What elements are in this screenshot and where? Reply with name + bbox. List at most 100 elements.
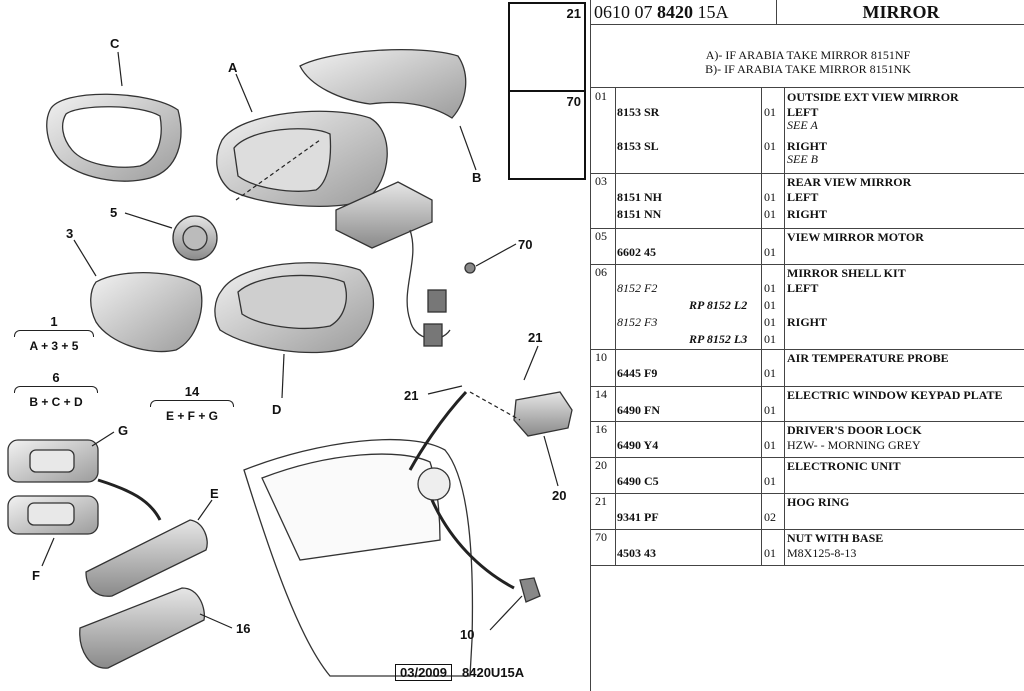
row-group-number: 01 bbox=[595, 89, 607, 103]
callout-20: 20 bbox=[552, 488, 567, 503]
line-quantity: 01 bbox=[764, 190, 776, 204]
mirror-glass-3 bbox=[90, 271, 203, 353]
sheet-notes: A)- IF ARABIA TAKE MIRROR 8151NF B)- IF … bbox=[591, 48, 1024, 76]
line-quantity: 01 bbox=[764, 332, 776, 346]
callout-g: G bbox=[118, 423, 129, 438]
inset-num-21: 21 bbox=[566, 6, 581, 21]
line-description: RIGHT bbox=[787, 207, 828, 221]
line-part-ref: 8153 SR bbox=[617, 105, 660, 119]
callout-e: E bbox=[210, 486, 219, 501]
code-suffix: 15A bbox=[697, 2, 729, 22]
table-row: 21 HOG RING 9341 PF 02 bbox=[591, 493, 1024, 530]
row-title: DRIVER'S DOOR LOCK bbox=[787, 423, 922, 437]
row-group-number: 21 bbox=[595, 494, 607, 508]
line-quantity: 01 bbox=[764, 281, 776, 295]
callout-c: C bbox=[110, 36, 120, 51]
line-part-ref: 6490 C5 bbox=[617, 474, 659, 488]
formula-14-brace bbox=[150, 400, 234, 407]
formula-1: 1 A + 3 + 5 bbox=[14, 314, 94, 353]
parts-diagram: 21 70 C A B 5 3 70 D G E F 16 10 21 21 2… bbox=[7, 2, 586, 681]
formula-14-expr: E + F + G bbox=[165, 409, 219, 423]
row-title: AIR TEMPERATURE PROBE bbox=[787, 351, 949, 365]
callout-a: A bbox=[228, 60, 238, 75]
row-title: ELECTRIC WINDOW KEYPAD PLATE bbox=[787, 388, 1003, 402]
table-row: 10 AIR TEMPERATURE PROBE 6445 F9 01 bbox=[591, 349, 1024, 387]
line-quantity: 01 bbox=[764, 366, 776, 380]
callout-b: B bbox=[472, 170, 482, 185]
formula-1-expr: A + 3 + 5 bbox=[29, 339, 79, 353]
row-title: HOG RING bbox=[787, 495, 850, 509]
formula-6-expr: B + C + D bbox=[29, 395, 83, 409]
row-group-number: 70 bbox=[595, 530, 607, 544]
note-b: B)- IF ARABIA TAKE MIRROR 8151NK bbox=[705, 62, 911, 76]
callout-70: 70 bbox=[518, 237, 533, 252]
formula-14-number: 14 bbox=[184, 384, 200, 399]
line-description: LEFT bbox=[787, 105, 819, 119]
note-a: A)- IF ARABIA TAKE MIRROR 8151NF bbox=[705, 48, 911, 62]
formula-6-brace bbox=[14, 386, 98, 393]
line-quantity: 01 bbox=[764, 315, 776, 329]
row-group-number: 06 bbox=[595, 265, 607, 279]
sheet-title: MIRROR bbox=[862, 2, 940, 22]
line-part-ref: 8151 NH bbox=[617, 190, 662, 204]
formula-6: 6 B + C + D bbox=[14, 370, 98, 409]
line-description: RIGHT bbox=[787, 315, 828, 329]
hardware-inset: 21 70 bbox=[508, 2, 586, 180]
row-group-number: 03 bbox=[595, 174, 607, 188]
line-quantity: 02 bbox=[764, 510, 776, 524]
row-group-number: 05 bbox=[595, 229, 607, 243]
callout-10: 10 bbox=[460, 627, 475, 642]
line-quantity: 01 bbox=[764, 245, 776, 259]
line-description: LEFT bbox=[787, 190, 819, 204]
row-title: VIEW MIRROR MOTOR bbox=[787, 230, 924, 244]
line-description: M8X125-8-13 bbox=[787, 546, 857, 560]
line-replacement-ref: RP 8152 L2 bbox=[689, 298, 748, 312]
callout-16: 16 bbox=[236, 621, 251, 636]
code-bold: 8420 bbox=[657, 2, 693, 22]
row-title: MIRROR SHELL KIT bbox=[787, 266, 906, 280]
motor-box bbox=[335, 181, 433, 249]
electronic-unit-20 bbox=[513, 391, 573, 437]
formula-14: 14 E + F + G bbox=[150, 384, 234, 423]
callout-f: F bbox=[32, 568, 40, 583]
line-part-ref: 9341 PF bbox=[617, 510, 659, 524]
line-part-ref: 4503 43 bbox=[617, 546, 656, 560]
sheet-header: 0610 07 8420 15A MIRROR bbox=[591, 0, 1024, 25]
table-row: 05 VIEW MIRROR MOTOR 6602 45 01 bbox=[591, 228, 1024, 265]
panel-16 bbox=[79, 587, 206, 669]
line-description: SEE B bbox=[787, 152, 818, 166]
keypad-e bbox=[85, 519, 208, 597]
row-title: NUT WITH BASE bbox=[787, 531, 884, 545]
line-replacement-ref: RP 8152 L3 bbox=[689, 332, 748, 346]
sheet-code: 0610 07 8420 15A bbox=[594, 0, 729, 24]
line-part-ref: 6602 45 bbox=[617, 245, 656, 259]
line-part-ref: 8152 F3 bbox=[617, 315, 658, 329]
formula-1-brace bbox=[14, 330, 94, 337]
row-title: ELECTRONIC UNIT bbox=[787, 459, 901, 473]
callout-3: 3 bbox=[66, 226, 74, 241]
line-quantity: 01 bbox=[764, 438, 776, 452]
callout-5: 5 bbox=[110, 205, 118, 220]
formula-6-number: 6 bbox=[52, 370, 60, 385]
parts-list: 0610 07 8420 15A MIRROR A)- IF ARABIA TA… bbox=[590, 0, 1024, 691]
line-quantity: 01 bbox=[764, 403, 776, 417]
row-group-number: 14 bbox=[595, 387, 607, 401]
footer-reference: 8420U15A bbox=[462, 665, 525, 680]
row-group-number: 10 bbox=[595, 350, 607, 364]
line-quantity: 01 bbox=[764, 298, 776, 312]
callout-21-left: 21 bbox=[404, 388, 419, 403]
mirror-cover-b bbox=[299, 49, 467, 119]
line-part-ref: 6445 F9 bbox=[617, 366, 658, 380]
row-group-number: 16 bbox=[595, 422, 607, 436]
row-group-number: 20 bbox=[595, 458, 607, 472]
line-quantity: 01 bbox=[764, 474, 776, 488]
line-description: RIGHT bbox=[787, 139, 828, 153]
line-description: LEFT bbox=[787, 281, 819, 295]
